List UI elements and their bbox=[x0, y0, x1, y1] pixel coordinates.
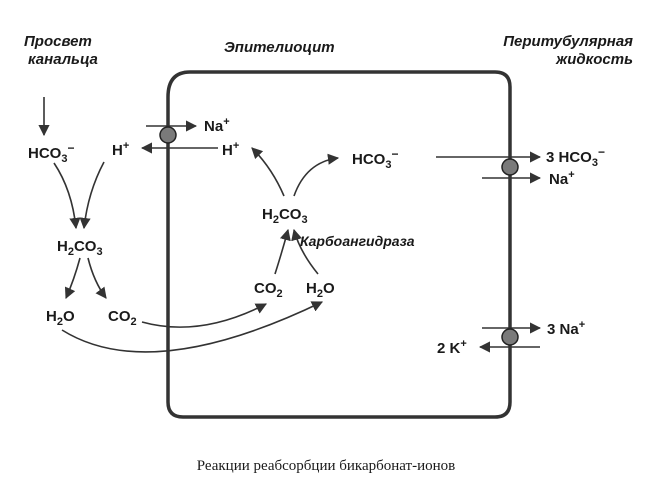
h2co3-to-h-arrow bbox=[251, 147, 285, 197]
peritubular-header-line1: Перитубулярная bbox=[503, 33, 633, 50]
hco3-cell-label: HCO3− bbox=[352, 147, 398, 171]
h2o-cell-label: H2O bbox=[306, 280, 335, 300]
epithelial-cell-membrane bbox=[166, 70, 512, 419]
na-hco3-cotransporter bbox=[501, 158, 519, 176]
cell-header: Эпителиоцит bbox=[224, 39, 335, 56]
h-to-h2co3-arrow bbox=[79, 161, 105, 230]
h2co3-cell-label: H2CO3 bbox=[262, 206, 308, 226]
peritubular-header-line2: жидкость bbox=[555, 51, 633, 68]
hco3-lumen-label: HCO3− bbox=[28, 141, 74, 165]
co2-diffusion-arrow bbox=[141, 303, 267, 328]
h2o-diffusion-arrow bbox=[61, 301, 324, 353]
lumen-header-line1: Просвет bbox=[24, 33, 92, 50]
h2co3-to-hco3-arrow bbox=[293, 153, 340, 197]
na-pump-label: 3 Na+ bbox=[547, 319, 585, 338]
na-h-exchanger bbox=[159, 126, 177, 144]
hco3-out-label: 3 HCO3− bbox=[546, 145, 605, 169]
na-out-label: Na+ bbox=[549, 169, 575, 188]
carbonic-anhydrase-label: Карбоангидраза bbox=[300, 233, 415, 249]
hco3-to-h2co3-arrow bbox=[53, 162, 81, 230]
figure-caption: Реакции реабсорбции бикарбонат-ионов bbox=[197, 458, 456, 474]
h-cell-label: H+ bbox=[222, 140, 239, 159]
k-pump-label: 2 K+ bbox=[437, 338, 467, 357]
h2co3-lumen-label: H2CO3 bbox=[57, 238, 103, 258]
na-apical-label: Na+ bbox=[204, 116, 230, 135]
na-k-atpase bbox=[501, 328, 519, 346]
co2-to-h2co3-arrow bbox=[274, 228, 291, 275]
h2o-to-h2co3-arrow bbox=[291, 228, 319, 275]
h2co3-to-h2o-arrow bbox=[64, 257, 81, 300]
h2o-lumen-label: H2O bbox=[46, 308, 75, 328]
co2-cell-label: CO2 bbox=[254, 280, 283, 300]
lumen-header-line2: канальца bbox=[28, 51, 98, 68]
co2-lumen-label: CO2 bbox=[108, 308, 137, 328]
h2co3-to-co2-arrow bbox=[87, 257, 107, 299]
h-lumen-label: H+ bbox=[112, 140, 129, 159]
